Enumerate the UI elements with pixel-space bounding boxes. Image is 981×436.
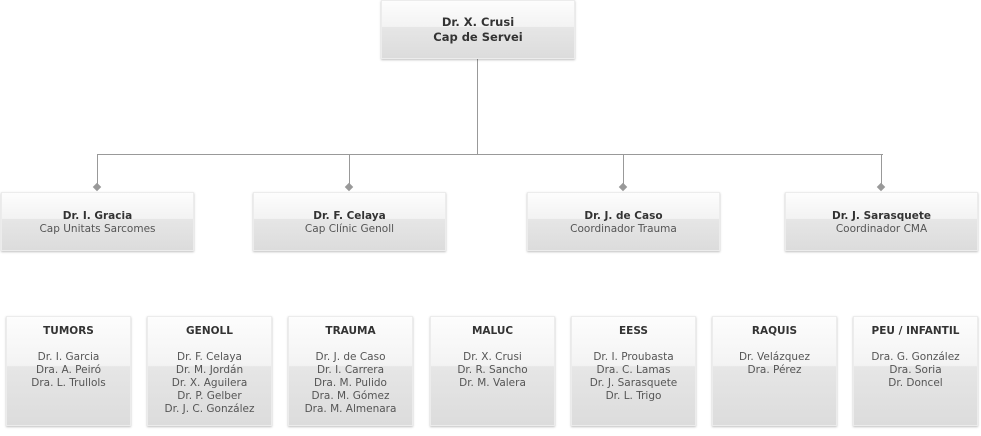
node-role: Coordinador CMA <box>835 223 928 235</box>
unit-member: Dr. J. Sarasquete <box>589 377 678 389</box>
diamond-icon <box>344 182 354 192</box>
node-name: Dr. F. Celaya <box>313 210 386 222</box>
unit-title: PEU / INFANTIL <box>871 325 960 337</box>
diamond-icon <box>92 182 102 192</box>
unit-member: Dra. M. Pulido <box>314 377 387 389</box>
unit-member: Dr. M. Valera <box>459 377 526 389</box>
unit-member: Dr. J. C. González <box>164 403 255 415</box>
node-name: Dr. J. Sarasquete <box>831 210 931 222</box>
unit-member: Dra. M. Gómez <box>311 390 390 402</box>
unit-member: Dr. F. Celaya <box>177 351 242 363</box>
connector <box>97 154 98 186</box>
unit-member: Dr. I. Garcia <box>37 351 100 363</box>
unit-member: Dr. X. Aguilera <box>171 377 248 389</box>
unit-member: Dr. R. Sancho <box>457 364 528 376</box>
unit-member: Dra. G. González <box>871 351 960 363</box>
unit-member: Dra. L. Trullols <box>31 377 106 389</box>
connector <box>477 59 478 155</box>
unit-member: Dr. L. Trigo <box>605 390 662 402</box>
head-node: Dr. X. Crusi Cap de Servei <box>381 0 575 59</box>
unit-title: GENOLL <box>186 325 233 337</box>
unit-title: TUMORS <box>43 325 94 337</box>
node-role: Cap de Servei <box>433 30 523 44</box>
unit-member: Dra. C. Lamas <box>596 364 671 376</box>
unit-title: EESS <box>619 325 648 337</box>
unit-member: Dra. Pérez <box>747 364 802 376</box>
connector <box>97 154 883 155</box>
unit-title: MALUC <box>471 325 514 337</box>
node-name: Dr. X. Crusi <box>441 15 515 29</box>
diamond-icon <box>876 182 886 192</box>
node-name: Dr. J. de Caso <box>584 210 663 222</box>
diamond-icon <box>618 182 628 192</box>
unit-member: Dr. M. Jordán <box>175 364 244 376</box>
unit-member: Dr. J. de Caso <box>315 351 386 363</box>
node-role: Cap Clínic Genoll <box>304 223 395 235</box>
unit-member: Dra. Soria <box>889 364 942 376</box>
unit-member: Dr. X. Crusi <box>463 351 522 363</box>
unit-member: Dra. M. Almenara <box>304 403 397 415</box>
unit-title: RAQUIS <box>751 325 798 337</box>
unit-member: Dr. P. Gelber <box>177 390 242 402</box>
node-name: Dr. I. Gracia <box>62 210 133 222</box>
node-role: Cap Unitats Sarcomes <box>39 223 156 235</box>
unit-member: Dr. I. Proubasta <box>593 351 674 363</box>
node-role: Coordinador Trauma <box>570 223 677 235</box>
unit-member: Dr. Doncel <box>888 377 943 389</box>
unit-member: Dr. I. Carrera <box>316 364 385 376</box>
connector <box>623 154 624 186</box>
connector <box>349 154 350 186</box>
connector <box>881 154 882 186</box>
unit-member: Dra. A. Peiró <box>35 364 102 376</box>
unit-title: TRAUMA <box>325 325 376 337</box>
unit-member: Dr. Velázquez <box>738 351 811 363</box>
